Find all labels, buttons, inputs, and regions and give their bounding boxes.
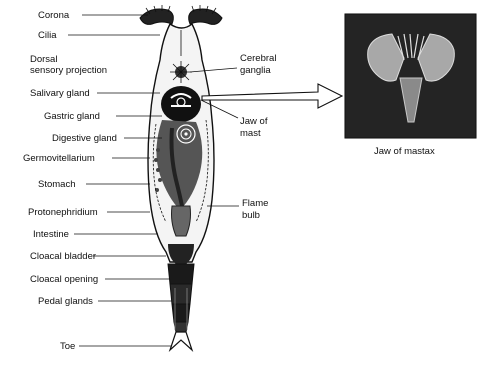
label-cerebral-1: Cerebral xyxy=(240,53,276,64)
label-protonephridium: Protonephridium xyxy=(28,207,98,218)
label-cloacal-opening: Cloacal opening xyxy=(30,274,98,285)
inset-caption: Jaw of mastax xyxy=(374,146,435,157)
label-flame-2: bulb xyxy=(242,210,260,221)
label-dorsal-2: sensory projection xyxy=(30,65,107,76)
cerebral-ganglia xyxy=(170,61,192,83)
callout-arrow xyxy=(202,84,342,108)
mastax xyxy=(161,86,201,122)
label-jaw-1: Jaw of xyxy=(240,116,268,127)
label-cilia: Cilia xyxy=(38,30,57,41)
corona-lobes xyxy=(140,5,222,24)
label-stomach: Stomach xyxy=(38,179,76,190)
label-corona: Corona xyxy=(38,10,70,21)
label-flame-1: Flame xyxy=(242,198,268,209)
label-germovitellarium: Germovitellarium xyxy=(23,153,95,164)
label-toe: Toe xyxy=(60,341,75,352)
jaw-inset-photo xyxy=(345,14,476,138)
rotifer-body xyxy=(140,5,222,350)
label-cerebral-2: ganglia xyxy=(240,65,271,76)
label-digestive-gland: Digestive gland xyxy=(52,133,117,144)
foot xyxy=(168,264,194,332)
label-cloacal-bladder: Cloacal bladder xyxy=(30,251,96,262)
label-pedal-glands: Pedal glands xyxy=(38,296,93,307)
label-dorsal-1: Dorsal xyxy=(30,54,57,65)
label-salivary-gland: Salivary gland xyxy=(30,88,90,99)
label-intestine: Intestine xyxy=(33,229,69,240)
label-gastric-gland: Gastric gland xyxy=(44,111,100,122)
intestine xyxy=(172,206,191,236)
toes xyxy=(170,332,192,350)
label-jaw-2: mast xyxy=(240,128,261,139)
